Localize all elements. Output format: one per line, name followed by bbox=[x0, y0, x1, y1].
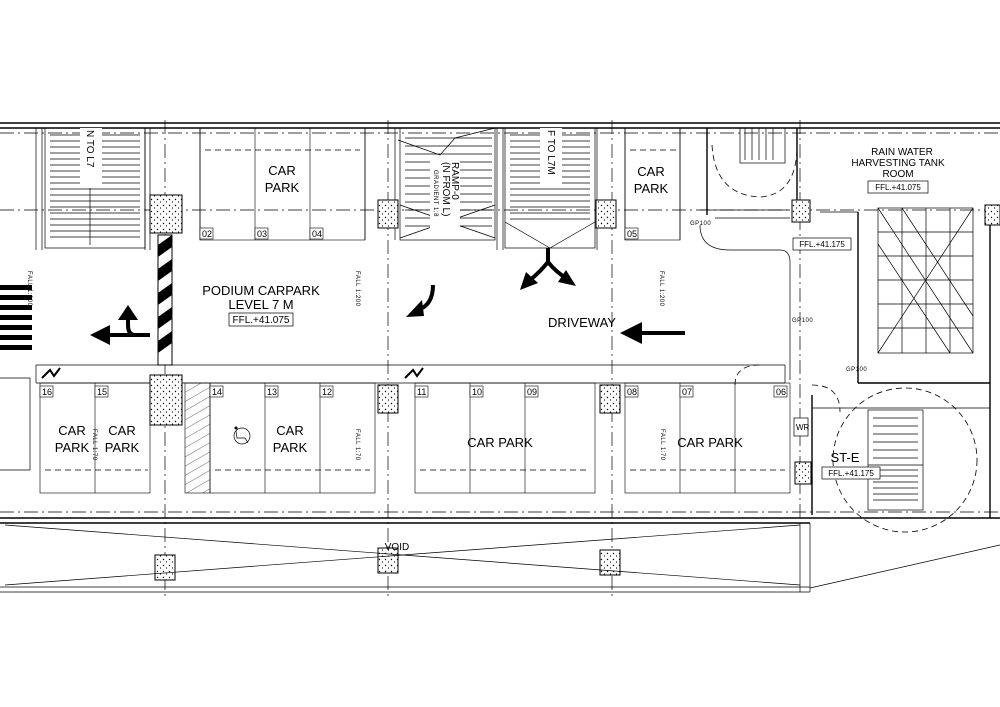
car-park-label: PARK bbox=[634, 181, 669, 196]
fall-label: FALL 1:200 bbox=[354, 271, 360, 307]
ramp-up-label: F TO L7M bbox=[545, 130, 556, 175]
bay-number: 08 bbox=[627, 387, 637, 397]
car-park-label: PARK bbox=[265, 180, 300, 195]
fall-bay-label: FALL 1:70 bbox=[659, 429, 665, 461]
bay-number: 11 bbox=[417, 387, 426, 397]
bay-number: 05 bbox=[627, 229, 637, 239]
pedestrian-crossing-icon bbox=[41, 367, 424, 379]
barrier bbox=[157, 234, 173, 366]
gp-label: GP100 bbox=[792, 318, 813, 324]
void-label: VOID bbox=[385, 542, 409, 553]
bay-number: 14 bbox=[212, 387, 222, 397]
car-park-label: CAR bbox=[108, 423, 135, 438]
car-park-label: CAR bbox=[637, 164, 664, 179]
ramp-center-label-1: RAMP-0 bbox=[449, 162, 460, 200]
rain-water-label: HARVESTING TANK bbox=[851, 158, 945, 169]
ste-ffl-label: FFL.+41.175 bbox=[828, 469, 874, 478]
podium-label: PODIUM CARPARK bbox=[202, 283, 320, 298]
bay-number: 16 bbox=[42, 387, 52, 397]
car-park-label: CAR bbox=[58, 423, 85, 438]
bay-number: 12 bbox=[322, 387, 332, 397]
driveway-label: DRIVEWAY bbox=[548, 315, 616, 330]
gp-label: GP100 bbox=[690, 221, 711, 227]
podium-ffl-label: FFL.+41.075 bbox=[233, 315, 290, 326]
rain-water-tank bbox=[877, 207, 974, 354]
podium-label: LEVEL 7 M bbox=[228, 297, 293, 312]
building-walls bbox=[0, 122, 1000, 593]
bay-number: 04 bbox=[312, 229, 322, 239]
car-park-label: PARK bbox=[105, 440, 140, 455]
wr-label: WR bbox=[796, 423, 810, 432]
bay-number: 03 bbox=[257, 229, 267, 239]
fall-bay-label: FALL 1:70 bbox=[91, 429, 97, 461]
fall-label: FALL 1:200 bbox=[26, 271, 32, 307]
car-park-label: CAR PARK bbox=[677, 435, 743, 450]
car-park-label: CAR bbox=[268, 163, 295, 178]
rain-water-label: ROOM bbox=[882, 169, 913, 180]
bay-number: 15 bbox=[97, 387, 107, 397]
accessible-parking-icon bbox=[233, 426, 251, 445]
zebra-crossing bbox=[0, 285, 32, 350]
car-park-label: PARK bbox=[273, 440, 308, 455]
ramp-right: F TO L7M bbox=[504, 127, 596, 249]
ramp-center-label-2: (N FROM L) bbox=[440, 162, 451, 216]
car-park-label: CAR bbox=[276, 423, 303, 438]
direction-arrow-icon bbox=[90, 248, 685, 345]
ste-label: ST-E bbox=[831, 450, 860, 465]
car-park-label: CAR PARK bbox=[467, 435, 533, 450]
void-area bbox=[4, 524, 801, 586]
stair-core-ste bbox=[734, 364, 978, 533]
fall-label: FALL 1:200 bbox=[658, 271, 664, 307]
bay-number: 13 bbox=[267, 387, 277, 397]
rain-ffl-label: FFL.+41.075 bbox=[875, 183, 921, 192]
bay-numbers: 02 03 04 05 16 15 14 13 12 11 10 09 08 0… bbox=[39, 227, 788, 398]
car-park-label: PARK bbox=[55, 440, 90, 455]
driveway-lines bbox=[35, 364, 786, 384]
bottom-parking-bays bbox=[39, 382, 791, 494]
ramp-left: N TO L7 bbox=[44, 127, 146, 249]
rain-water-label: RAIN WATER bbox=[871, 147, 933, 158]
ramp-center: RAMP-0 (N FROM L) GRADIENT 1:8 bbox=[397, 127, 496, 241]
structural-columns bbox=[149, 194, 1000, 581]
bay-number: 07 bbox=[682, 387, 692, 397]
fall-bay-label: FALL 1:70 bbox=[354, 429, 360, 461]
bay-number: 09 bbox=[527, 387, 537, 397]
bay-number: 06 bbox=[776, 387, 786, 397]
gp-label: GP100 bbox=[846, 367, 867, 373]
ffl-mid-label: FFL.+41.175 bbox=[799, 240, 845, 249]
ramp-gradient-label: GRADIENT 1:8 bbox=[432, 170, 438, 217]
ramp-down-label: N TO L7 bbox=[84, 130, 95, 168]
stair-top-right bbox=[711, 127, 798, 198]
area-labels: CAR PARK CAR PARK CAR PARK CAR PARK CAR … bbox=[26, 147, 945, 553]
bay-number: 02 bbox=[202, 229, 212, 239]
top-parking-bays bbox=[199, 127, 681, 241]
bay-number: 10 bbox=[472, 387, 482, 397]
